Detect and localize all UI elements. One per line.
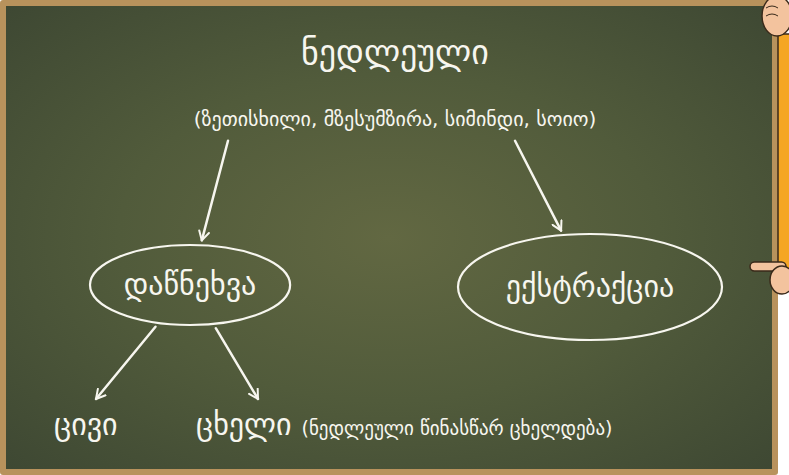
chalkboard <box>6 6 772 469</box>
fist-fingers <box>766 6 778 16</box>
pointing-hand <box>770 266 789 294</box>
node-text: დაწნეხვა <box>124 267 257 303</box>
method-oval: ექსტრაქცია <box>455 231 725 343</box>
oval-line <box>90 245 290 325</box>
node-text: ცივი <box>54 407 118 443</box>
raised-fist <box>762 0 789 36</box>
chalk-arrow <box>202 141 228 241</box>
topic-heading: ნედლეული (ზეთისხილი, მზესუმზირა, სიმინდი,… <box>190 30 601 133</box>
chalk-arrow <box>515 141 561 231</box>
oval-line <box>458 234 722 340</box>
chalk-arrow <box>96 327 156 399</box>
node-text: ნედლეული <box>301 32 489 73</box>
node-text: ექსტრაქცია <box>506 269 674 305</box>
node-text: ცხელი <box>196 407 292 443</box>
orange-sleeve <box>778 34 789 270</box>
method-oval: დაწნეხვა <box>87 242 293 328</box>
type-label: ცხელი (ნედლეული წინასწარ ცხელდება) <box>192 405 617 445</box>
node-subtext: (ნედლეული წინასწარ ცხელდება) <box>302 417 613 440</box>
node-subtext: (ზეთისხილი, მზესუმზირა, სიმინდი, სოიო) <box>194 107 597 131</box>
chalk-arrow <box>216 328 258 399</box>
type-label: ცივი <box>50 405 122 445</box>
